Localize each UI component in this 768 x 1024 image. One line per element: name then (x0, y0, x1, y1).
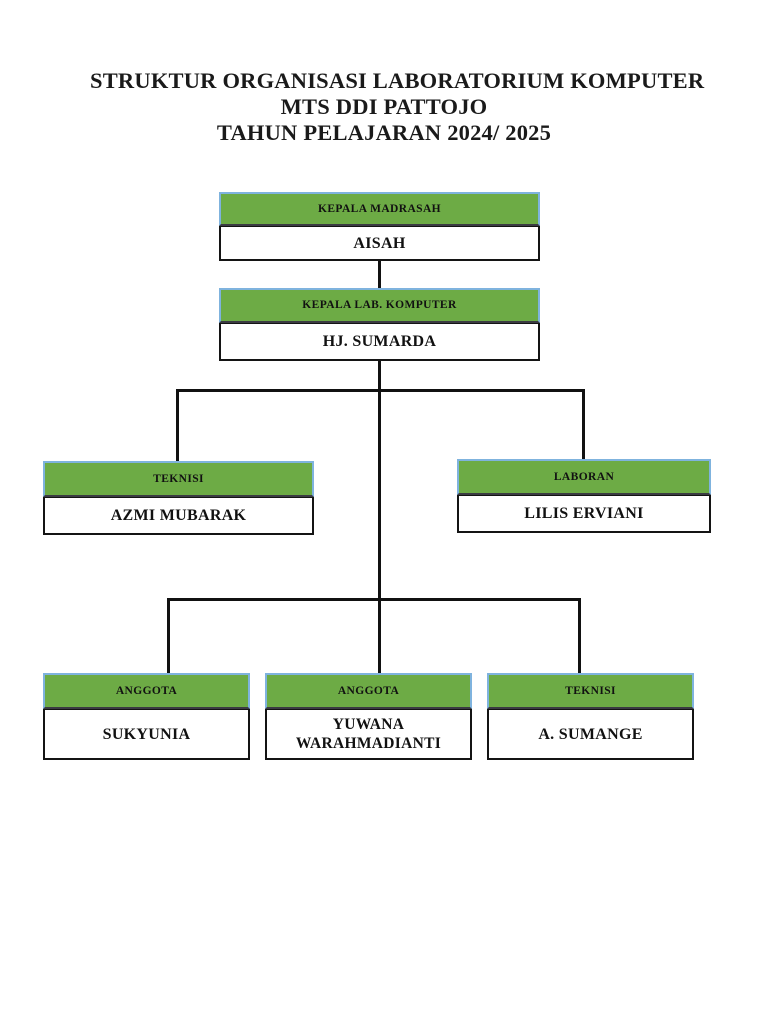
node-teknisi-a-sumange-role: TEKNISI (487, 673, 694, 709)
node-anggota-sukyunia[interactable]: ANGGOTA SUKYUNIA (43, 673, 250, 760)
node-teknisi-a-sumange[interactable]: TEKNISI A. SUMANGE (487, 673, 694, 760)
connector-drop-anggota-yuwana (378, 598, 381, 673)
node-teknisi-azmi-mubarak-role: TEKNISI (43, 461, 314, 497)
node-anggota-yuwana-warahmadianti-role: ANGGOTA (265, 673, 472, 709)
node-kepala-madrasah-role: KEPALA MADRASAH (219, 192, 540, 226)
connector-bus-level3 (176, 389, 585, 392)
node-teknisi-a-sumange-name: A. SUMANGE (487, 709, 694, 760)
connector-drop-teknisi-azmi (176, 389, 179, 462)
connector-bus-level4 (167, 598, 581, 601)
node-kepala-lab-komputer[interactable]: KEPALA LAB. KOMPUTER HJ. SUMARDA (219, 288, 540, 361)
node-kepala-lab-komputer-role: KEPALA LAB. KOMPUTER (219, 288, 540, 323)
node-anggota-yuwana-warahmadianti[interactable]: ANGGOTA YUWANA WARAHMADIANTI (265, 673, 472, 760)
connector-drop-anggota-sukyunia (167, 598, 170, 673)
connector-drop-teknisi-sumange (578, 598, 581, 673)
connector-kepala-madrasah-to-kepala-lab (378, 260, 381, 288)
node-kepala-madrasah[interactable]: KEPALA MADRASAH AISAH (219, 192, 540, 261)
node-kepala-lab-komputer-name: HJ. SUMARDA (219, 323, 540, 361)
node-anggota-sukyunia-role: ANGGOTA (43, 673, 250, 709)
node-teknisi-azmi-mubarak-name: AZMI MUBARAK (43, 497, 314, 535)
node-laboran-lilis-erviani-role: LABORAN (457, 459, 711, 495)
node-teknisi-azmi-mubarak[interactable]: TEKNISI AZMI MUBARAK (43, 461, 314, 535)
title-line-2: MTS DDI PATTOJO (280, 94, 488, 119)
node-laboran-lilis-erviani-name: LILIS ERVIANI (457, 495, 711, 533)
connector-spine-main (378, 361, 381, 601)
node-kepala-madrasah-name: AISAH (219, 226, 540, 261)
page-title: STRUKTUR ORGANISASI LABORATORIUM KOMPUTE… (0, 68, 768, 146)
connector-drop-laboran-lilis (582, 389, 585, 462)
node-laboran-lilis-erviani[interactable]: LABORAN LILIS ERVIANI (457, 459, 711, 533)
title-line-3: TAHUN PELAJARAN 2024/ 2025 (216, 120, 552, 145)
title-line-1: STRUKTUR ORGANISASI LABORATORIUM KOMPUTE… (90, 68, 705, 93)
node-anggota-sukyunia-name: SUKYUNIA (43, 709, 250, 760)
node-anggota-yuwana-warahmadianti-name: YUWANA WARAHMADIANTI (265, 709, 472, 760)
